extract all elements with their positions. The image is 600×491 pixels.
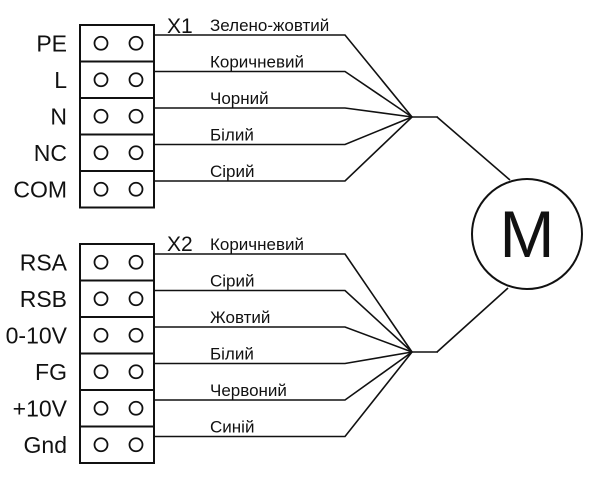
terminal-row: Gnd Синій [24, 351, 413, 464]
terminal-pin-label: COM [13, 176, 67, 202]
screw-icon [128, 364, 144, 380]
wire [154, 253, 413, 353]
screw-icon [93, 400, 109, 416]
screw-icon [128, 437, 144, 453]
screw-icon [128, 181, 144, 197]
wire-color-label: Чорний [210, 89, 269, 108]
wire-color-label: Коричневий [210, 235, 304, 254]
motor: M [436, 116, 583, 353]
wire [154, 326, 413, 353]
wire-color-label: Коричневий [210, 53, 304, 72]
wire [154, 107, 413, 118]
screw-icon [128, 35, 144, 51]
terminal-row: NC Білий [34, 116, 413, 172]
screw-icon [128, 72, 144, 88]
screw-icon [128, 400, 144, 416]
screw-icon [93, 254, 109, 270]
wire-color-label: Синій [210, 418, 254, 437]
wire-color-label: Білий [210, 345, 254, 364]
wire [154, 289, 413, 353]
motor-circle [471, 178, 583, 290]
terminal-row: PE Зелено-жовтий [36, 16, 413, 118]
screw-icon [93, 291, 109, 307]
terminal-row: RSB Сірий [20, 272, 413, 353]
terminal-row: 0-10V Жовтий [6, 308, 413, 355]
motor-label: M [500, 197, 555, 271]
screw-icon [93, 35, 109, 51]
screw-icon [93, 364, 109, 380]
wire-color-label: Сірий [210, 272, 255, 291]
block-title-x1: X1 [167, 15, 193, 38]
screw-icon [128, 327, 144, 343]
terminal-pin-label: FG [35, 359, 67, 385]
terminal-row: FG Білий [35, 345, 413, 391]
terminal-pin-label: RSB [20, 286, 67, 312]
terminal-row: COM Сірий [13, 116, 413, 209]
terminal-pin-label: L [54, 67, 67, 93]
terminal-pin-label: 0-10V [6, 322, 68, 348]
terminal-row: +10V Червоний [13, 351, 413, 428]
wire-color-label: Жовтий [210, 308, 270, 327]
screw-icon [93, 437, 109, 453]
wire-color-label: Білий [210, 126, 254, 145]
screw-icon [93, 108, 109, 124]
wire-color-label: Червоний [210, 381, 287, 400]
terminal-pin-label: RSA [20, 249, 68, 275]
screw-icon [93, 327, 109, 343]
terminal-pin-label: N [50, 103, 67, 129]
wire [154, 34, 413, 118]
screw-icon [128, 145, 144, 161]
wire [154, 351, 413, 438]
wire [154, 116, 413, 182]
wire [154, 351, 413, 401]
terminal-pin-label: NC [34, 140, 67, 166]
screw-icon [93, 145, 109, 161]
terminal-pin-label: +10V [13, 395, 68, 421]
terminal-row: RSA Коричневий [20, 235, 413, 353]
motor-link-upper [436, 116, 511, 181]
terminal-row: N Чорний [50, 89, 413, 136]
motor-link-lower [436, 287, 509, 353]
wire-color-label: Зелено-жовтий [210, 16, 329, 35]
terminal-pin-label: Gnd [24, 432, 67, 458]
wire [154, 70, 413, 118]
wire-color-label: Сірий [210, 162, 255, 181]
screw-icon [128, 291, 144, 307]
wire [154, 116, 413, 146]
block-title-x2: X2 [167, 233, 193, 256]
terminal-pin-label: PE [36, 30, 67, 56]
screw-icon [128, 254, 144, 270]
screw-icon [93, 181, 109, 197]
screw-icon [93, 72, 109, 88]
wire [154, 351, 413, 365]
screw-icon [128, 108, 144, 124]
